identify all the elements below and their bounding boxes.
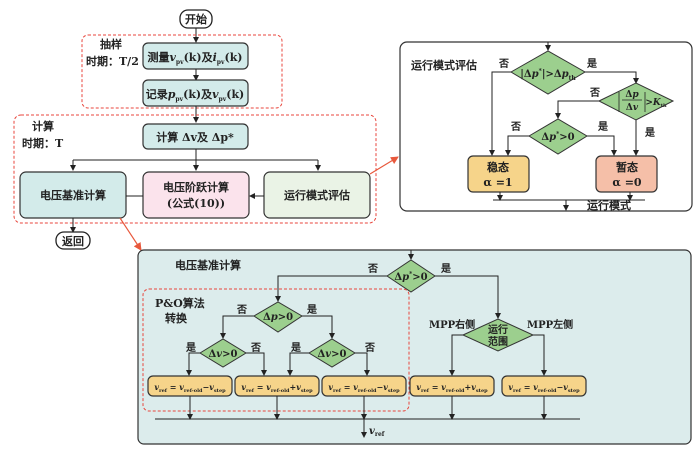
svg-text:Δp*>0: Δp*>0 (394, 271, 427, 283)
yes-label: 是 (597, 121, 608, 133)
decision-slope-threshold: Δp Δv >Kth (597, 82, 675, 121)
steady-line2: α =1 (483, 176, 512, 189)
svg-text:Δp: Δp (625, 90, 639, 100)
no-label: 否 (364, 342, 375, 354)
mpp-right-label: MPP右侧 (429, 318, 475, 331)
record-prefix: 记录 (146, 88, 168, 101)
yes-label: 是 (644, 127, 655, 139)
return-label: 返回 (62, 234, 84, 248)
compute-label: 计算 Δv及 Δp* (156, 130, 234, 144)
calc-label: 计算 (32, 119, 54, 133)
sampling-label: 抽样 (100, 37, 122, 51)
sampling-group (81, 34, 283, 109)
svg-text:|Δp*|>Δpth: |Δp*|>Δpth (520, 68, 576, 82)
voltage-step-line1: 电压阶跃计算 (163, 180, 229, 194)
po-line2: 转换 (165, 311, 188, 325)
transient-box: 暂态 α =0 (595, 155, 658, 193)
no-label: 否 (510, 121, 521, 133)
formula-box: vref = vref-old+vstep (234, 375, 320, 397)
svg-text:Δp*>0: Δp*>0 (541, 131, 574, 143)
start-label: 开始 (185, 12, 207, 26)
svg-text:vref: vref (369, 426, 385, 438)
mode-eval-box: 运行模式评估 (263, 171, 371, 219)
po-line1: P&O算法 (155, 296, 205, 310)
no-label: 否 (367, 263, 378, 275)
steady-state-box: 稳态 α =1 (467, 155, 530, 193)
svg-text:Δv>0: Δv>0 (318, 349, 347, 360)
svg-text:Δv>0: Δv>0 (209, 349, 238, 360)
formula-text: vref = vref-old−vstep (328, 382, 400, 394)
record-box: 记录ppv(k)及vpv(k) (142, 79, 249, 107)
steady-line1: 稳态 (487, 160, 509, 174)
calc-group (13, 114, 377, 224)
formula-text: vref = vref-old−vstep (508, 382, 580, 394)
sampling-period: 时期：T/2 (86, 54, 139, 68)
formula-box: vref = vref-old−vstep (147, 375, 233, 397)
svg-text:Δv: Δv (626, 103, 639, 113)
mpp-left-label: MPP左侧 (527, 318, 573, 331)
formula-text: vref = vref-old+vstep (416, 382, 488, 394)
no-label: 否 (589, 87, 600, 99)
voltage-ref-label: 电压基准计算 (40, 188, 106, 202)
callout-arrow-vref (119, 217, 142, 251)
formula-text: vref = vref-old+vstep (241, 382, 313, 394)
vref-output-bus (155, 396, 580, 438)
yes-label: 是 (586, 58, 597, 70)
range-line1: 运行 (488, 323, 508, 336)
no-label: 否 (498, 58, 509, 70)
return-terminal: 返回 (55, 231, 91, 250)
transient-line2: α =0 (612, 176, 642, 189)
calc-period: 时期：T (22, 136, 64, 150)
mode-eval-label: 运行模式评估 (284, 188, 350, 202)
svg-text:>Kth: >Kth (645, 98, 667, 109)
svg-text:测量vpv(k)及ipv(k): 测量vpv(k)及ipv(k) (147, 50, 242, 66)
mode-panel-title: 运行模式评估 (411, 58, 477, 72)
compute-branch (70, 149, 321, 171)
range-line2: 范围 (488, 335, 508, 348)
formula-box: vref = vref-old+vstep (409, 375, 495, 397)
formula-box: vref = vref-old−vstep (501, 375, 587, 397)
yes-label: 是 (440, 263, 451, 275)
no-label: 否 (250, 342, 261, 354)
voltage-ref-box: 电压基准计算 (19, 171, 127, 219)
formula-text: vref = vref-old−vstep (154, 382, 226, 394)
decision-dp-threshold: |Δp*|>Δpth (510, 50, 586, 95)
measure-prefix: 测量 (147, 50, 169, 64)
compute-box: 计算 Δv及 Δp* (142, 123, 249, 150)
transient-line1: 暂态 (616, 160, 638, 174)
svg-text:Δp>0: Δp>0 (263, 312, 293, 323)
formula-box: vref = vref-old−vstep (321, 375, 407, 397)
po-group (142, 288, 410, 412)
svg-text:记录ppv(k)及vpv(k): 记录ppv(k)及vpv(k) (146, 88, 245, 103)
callout-arrow-mode (369, 156, 399, 175)
decision-dp-positive: Δp*>0 (528, 118, 588, 155)
yes-label: 是 (185, 342, 196, 354)
voltage-step-line2: (公式(10)) (167, 196, 225, 210)
measure-box: 测量vpv(k)及ipv(k) (142, 42, 249, 70)
start-terminal: 开始 (179, 9, 213, 29)
decision-vref-dp-positive: Δp*>0 (386, 259, 436, 293)
yes-label: 是 (290, 342, 301, 354)
mode-output-label: 运行模式 (587, 198, 631, 212)
voltage-step-box: 电压阶跃计算 (公式(10)) (142, 171, 250, 219)
vref-panel-title: 电压基准计算 (175, 258, 241, 272)
yes-label: 是 (306, 304, 317, 316)
no-label: 否 (236, 304, 247, 316)
